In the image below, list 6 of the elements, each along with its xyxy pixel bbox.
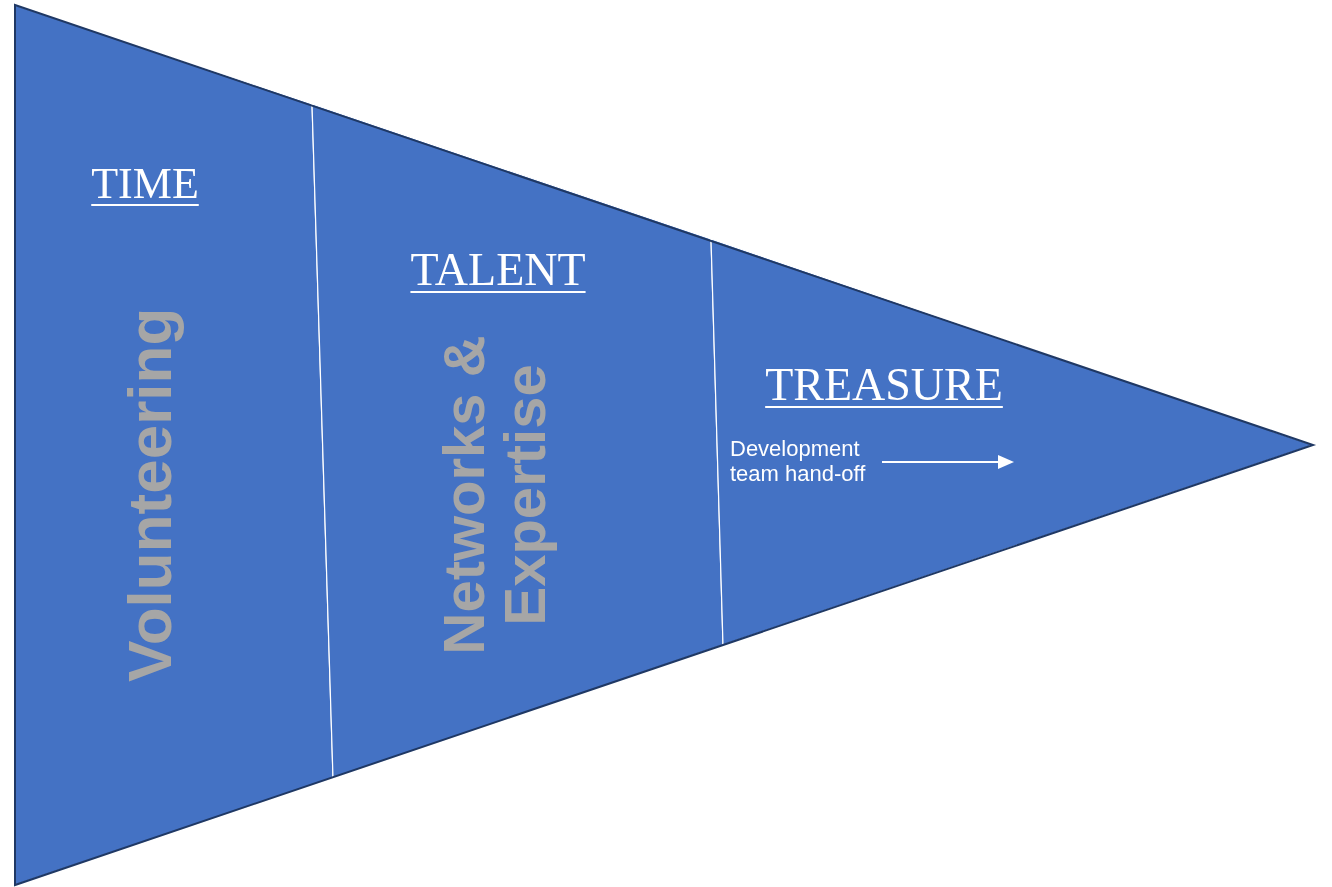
section-text: Volunteering — [117, 306, 183, 685]
section-heading: TREASURE — [765, 358, 1003, 411]
section-text: Networks & Expertise — [434, 334, 556, 657]
note-text: Development team hand-off — [730, 436, 867, 487]
section-heading: TIME — [91, 158, 199, 209]
section-heading: TALENT — [410, 243, 586, 296]
